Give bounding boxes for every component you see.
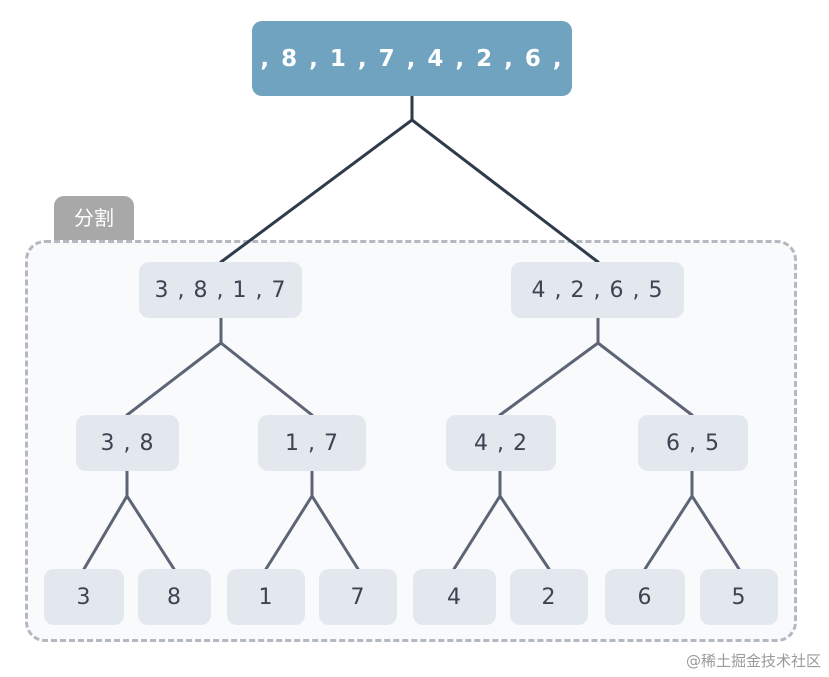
node-level2-b: 1 , 7 [258, 415, 366, 471]
edge-b-left [264, 494, 314, 571]
node-level1-right: 4 , 2 , 6 , 5 [511, 262, 684, 318]
node-level1-left: 3 , 8 , 1 , 7 [139, 262, 302, 318]
edge-a-left [82, 494, 129, 571]
leaf-node: 3 [44, 569, 124, 625]
leaf-node: 8 [138, 569, 211, 625]
edge-root-left [219, 118, 414, 264]
split-group-label: 分割 [54, 196, 134, 240]
watermark: @稀土掘金技术社区 [685, 652, 821, 670]
leaf-node: 4 [413, 569, 496, 625]
edge-d-right [690, 494, 741, 571]
edge-l1-right-c [498, 341, 600, 417]
edge-d-left [643, 494, 694, 571]
root-node: 3 , 8 , 1 , 7 , 4 , 2 , 6 , 5 [232, 21, 590, 96]
leaf-node: 1 [227, 569, 305, 625]
edge-b-right [310, 494, 360, 571]
leaf-node: 5 [700, 569, 778, 625]
edge-c-right [498, 494, 551, 571]
edge-root-right [410, 118, 600, 264]
node-level2-c: 4 , 2 [446, 415, 556, 471]
leaf-node: 7 [319, 569, 397, 625]
edge-l1-right-d [596, 341, 694, 417]
edge-l1-left-b [219, 341, 314, 417]
edge-l1-left-a [125, 341, 223, 417]
node-level2-a: 3 , 8 [76, 415, 179, 471]
edge-a-right [125, 494, 176, 571]
leaf-node: 2 [510, 569, 588, 625]
leaf-node: 6 [605, 569, 685, 625]
edge-c-left [452, 494, 502, 571]
node-level2-d: 6 , 5 [638, 415, 748, 471]
